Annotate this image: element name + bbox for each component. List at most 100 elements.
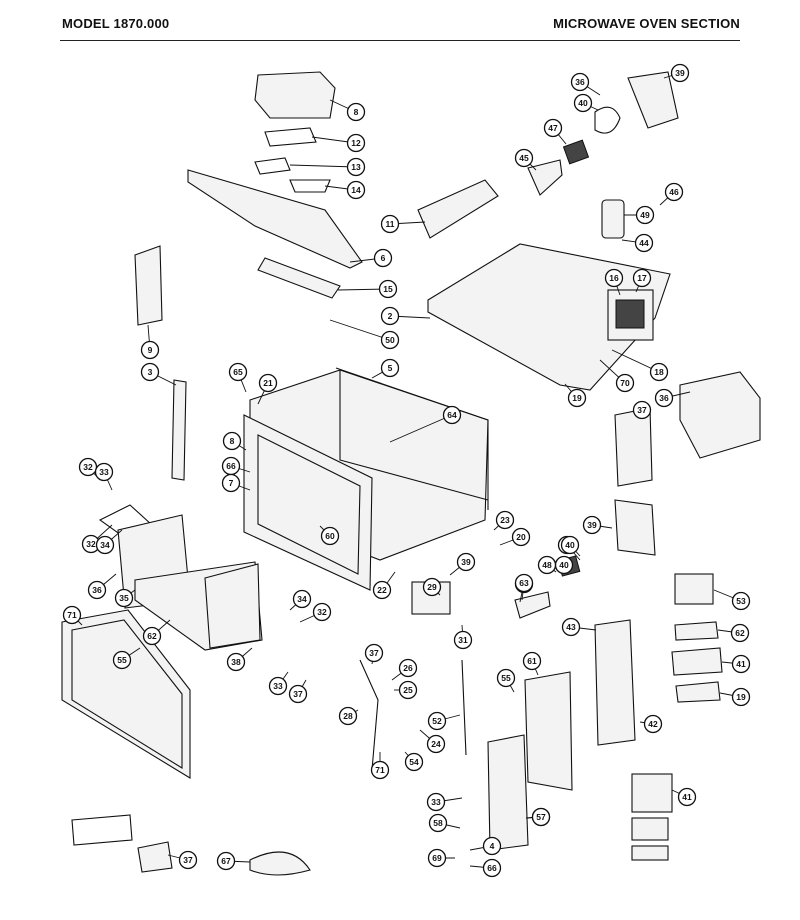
callout-52: 52 bbox=[427, 711, 447, 731]
part-panel-58 bbox=[487, 734, 529, 851]
callout-number: 47 bbox=[548, 123, 558, 133]
callout-number: 52 bbox=[432, 716, 442, 726]
callout-4: 4 bbox=[482, 836, 502, 856]
callout-54: 54 bbox=[404, 752, 424, 772]
callout-number: 8 bbox=[230, 436, 235, 446]
callout-number: 58 bbox=[433, 818, 443, 828]
callout-11: 11 bbox=[380, 214, 400, 234]
callout-66: 66 bbox=[482, 858, 502, 878]
callout-number: 71 bbox=[375, 765, 385, 775]
section-title: MICROWAVE OVEN SECTION bbox=[553, 16, 740, 31]
callout-37: 37 bbox=[288, 684, 308, 704]
callout-number: 16 bbox=[609, 273, 619, 283]
callout-12: 12 bbox=[346, 133, 366, 153]
callout-53: 53 bbox=[731, 591, 751, 611]
part-door-glass bbox=[71, 619, 183, 769]
part-board-53 bbox=[671, 647, 723, 676]
callout-8: 8 bbox=[222, 431, 242, 451]
callout-58: 58 bbox=[428, 813, 448, 833]
callout-55: 55 bbox=[112, 650, 132, 670]
callout-number: 41 bbox=[682, 792, 692, 802]
callout-number: 15 bbox=[383, 284, 393, 294]
callout-34: 34 bbox=[292, 589, 312, 609]
callout-29: 29 bbox=[422, 577, 442, 597]
callout-42: 42 bbox=[643, 714, 663, 734]
callout-24: 24 bbox=[426, 734, 446, 754]
callout-number: 8 bbox=[354, 107, 359, 117]
callout-number: 65 bbox=[233, 367, 243, 377]
part-label-41 bbox=[631, 845, 669, 861]
callout-37: 37 bbox=[364, 643, 384, 663]
callout-20: 20 bbox=[511, 527, 531, 547]
callout-number: 35 bbox=[119, 593, 129, 603]
callout-number: 17 bbox=[637, 273, 647, 283]
callout-number: 66 bbox=[487, 863, 497, 873]
callout-number: 62 bbox=[147, 631, 157, 641]
callout-number: 48 bbox=[542, 560, 552, 570]
callout-number: 23 bbox=[500, 515, 510, 525]
callout-25: 25 bbox=[398, 680, 418, 700]
callout-number: 54 bbox=[409, 757, 419, 767]
callout-number: 5 bbox=[388, 363, 393, 373]
callout-number: 14 bbox=[351, 185, 361, 195]
callout-number: 25 bbox=[403, 685, 413, 695]
part-tray-face bbox=[204, 563, 261, 649]
callout-number: 55 bbox=[501, 673, 511, 683]
part-board-48 bbox=[674, 573, 714, 605]
callout-number: 20 bbox=[516, 532, 526, 542]
callout-number: 24 bbox=[431, 739, 441, 749]
callout-43: 43 bbox=[561, 617, 581, 637]
callout-number: 40 bbox=[565, 540, 575, 550]
callout-number: 3 bbox=[148, 367, 153, 377]
callout-37: 37 bbox=[632, 400, 652, 420]
part-board-63 bbox=[674, 621, 719, 641]
part-hinge-bar bbox=[171, 379, 187, 481]
callout-67: 67 bbox=[216, 851, 236, 871]
callout-2: 2 bbox=[380, 306, 400, 326]
callout-62: 62 bbox=[142, 626, 162, 646]
callout-40: 40 bbox=[554, 555, 574, 575]
part-label-42 bbox=[631, 817, 669, 841]
callout-number: 26 bbox=[403, 663, 413, 673]
callout-46: 46 bbox=[664, 182, 684, 202]
part-door bbox=[61, 609, 191, 779]
callout-23: 23 bbox=[495, 510, 515, 530]
part-capacitor bbox=[601, 199, 625, 239]
callout-33: 33 bbox=[94, 462, 114, 482]
callout-number: 11 bbox=[386, 219, 395, 229]
callout-number: 64 bbox=[447, 410, 457, 420]
part-fan-shroud-lower bbox=[614, 499, 656, 556]
callout-47: 47 bbox=[543, 118, 563, 138]
callout-number: 33 bbox=[99, 467, 109, 477]
callout-number: 36 bbox=[92, 585, 102, 595]
callout-61: 61 bbox=[522, 651, 542, 671]
callout-number: 19 bbox=[572, 393, 582, 403]
callout-32: 32 bbox=[78, 457, 98, 477]
callout-57: 57 bbox=[531, 807, 551, 827]
part-control-panel bbox=[187, 169, 363, 269]
callout-number: 57 bbox=[536, 812, 546, 822]
callout-number: 62 bbox=[735, 628, 745, 638]
callout-28: 28 bbox=[338, 706, 358, 726]
part-fan-shroud bbox=[627, 71, 679, 129]
callout-number: 34 bbox=[297, 594, 307, 604]
model-number: MODEL 1870.000 bbox=[62, 16, 170, 31]
callout-3: 3 bbox=[140, 362, 160, 382]
callout-22: 22 bbox=[372, 580, 392, 600]
callout-number: 37 bbox=[293, 689, 303, 699]
callout-66: 66 bbox=[221, 456, 241, 476]
leader-line bbox=[289, 164, 357, 168]
callout-number: 33 bbox=[431, 797, 441, 807]
callout-number: 60 bbox=[325, 531, 335, 541]
callout-number: 50 bbox=[385, 335, 395, 345]
callout-number: 32 bbox=[317, 607, 327, 617]
part-rod-54 bbox=[461, 659, 467, 756]
part-front-window bbox=[257, 434, 361, 575]
part-drawings bbox=[61, 71, 761, 876]
callout-number: 29 bbox=[427, 582, 437, 592]
callout-7: 7 bbox=[221, 473, 241, 493]
callout-70: 70 bbox=[615, 373, 635, 393]
callout-number: 38 bbox=[231, 657, 241, 667]
